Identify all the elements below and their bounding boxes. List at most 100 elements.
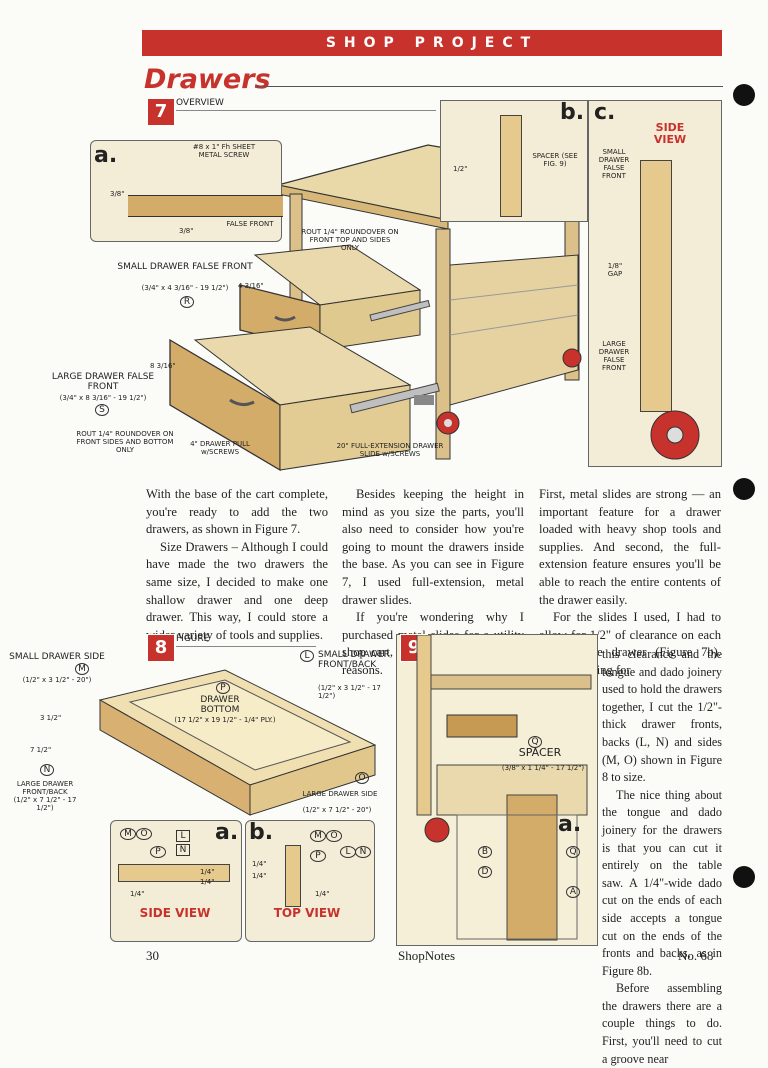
large-side-dims: (1/2" x 7 1/2" - 20") [302,806,372,814]
part-d-tag: D [478,866,492,878]
side-view-label: SIDE VIEW [653,121,687,146]
binder-hole [733,478,755,500]
text-column-3-narrow: this clearance and the tongue and dado j… [602,646,722,1068]
detail-8b-board [285,845,301,907]
bottom-dims: (17 1/2" x 19 1/2" - 1/4" PLY.) [174,716,276,724]
detail-7b-post [500,115,522,217]
part-o-tag: O [326,830,342,842]
part-l-tag: L [300,650,314,662]
small-front-label: SMALL DRAWER FALSE FRONT [598,148,630,180]
small-drawer-dims: (3/4" x 4 3/16" - 19 1/2") [141,284,229,292]
height-3-5: 3 1/2" [40,714,62,722]
figure-8-rule [176,646,316,647]
large-height: 8 3/16" [150,362,176,370]
section-banner: SHOP PROJECT [142,30,722,56]
detail-7b-letter: b. [560,100,585,125]
detail-8b-box [245,820,375,942]
dim-3-8-b: 3/8" [179,227,194,235]
side-view-caption: SIDE VIEW [139,906,211,920]
detail-7a-letter: a. [94,143,118,168]
binder-hole [733,84,755,106]
large-front-label: LARGE DRAWER FALSE FRONT [598,340,630,372]
detail-8b-letter: b. [249,820,274,845]
drawer-box-illustration [98,669,377,816]
small-front-label: SMALL DRAWER FRONT/BACK [318,650,390,670]
cart-illustration [169,144,591,472]
magazine-name: ShopNotes [398,948,456,963]
pull-label: 4" DRAWER PULL w/SCREWS [190,440,250,456]
part-o-tag: O [136,828,152,840]
small-drawer-label: SMALL DRAWER FALSE FRONT [117,262,253,272]
part-r-tag: R [180,296,194,308]
caster-icon [650,410,700,460]
part-o-tag: O [355,772,369,784]
figure-8-label: FIGURE [176,634,210,644]
part-s-tag: S [95,404,109,416]
part-n-tag: N [176,844,190,856]
dim-3-8: 3/8" [110,190,125,198]
spacer-label: SPACER (SEE FIG. 9) [532,152,578,168]
paragraph: First, metal slides are strong — an impo… [539,487,721,607]
dim-1-4-b: 1/4" [200,868,215,876]
part-a-tag: A [566,886,580,898]
small-height: 4 3/16" [238,282,264,290]
part-l-tag: L [176,830,190,842]
spacer-label: SPACER [518,746,562,759]
title-rule [255,86,723,87]
bottom-label: DRAWER BOTTOM [200,695,240,715]
binder-hole [733,866,755,888]
figure-7-label: OVERVIEW [176,98,224,108]
rout-bottom-label: ROUT 1/4" ROUNDOVER ON FRONT SIDES AND B… [76,430,174,454]
dim-1-4-b: 1/4" [252,872,267,880]
dim-1-2: 1/2" [453,165,468,173]
gap-label: 1/8" GAP [607,262,623,278]
paragraph: Size Drawers – Although I could have mad… [146,539,328,642]
large-front-dims: (1/2" x 7 1/2" - 17 1/2") [13,796,77,812]
detail-9a-letter: a. [558,812,582,837]
issue-number: No. 68 [678,948,714,963]
part-m-tag: M [75,663,89,675]
paragraph: The nice thing about the tongue and dado… [602,787,722,978]
page-title: Drawers [144,64,271,95]
part-l-tag: L [340,846,356,858]
large-drawer-label: LARGE DRAWER FALSE FRONT [51,372,155,392]
slide-label: 20" FULL-EXTENSION DRAWER SLIDE w/SCREWS [336,442,444,458]
large-drawer-dims: (3/4" x 8 3/16" - 19 1/2") [59,394,147,402]
dim-1-4-c: 1/4" [200,878,215,886]
part-p-tag: P [310,850,326,862]
part-p-tag: P [216,682,230,694]
paragraph: Besides keeping the height in mind as yo… [342,487,524,607]
detail-7a-box [90,140,282,242]
part-q-tag: Q [528,736,542,748]
detail-7c-fronts [640,160,672,412]
small-front-dims: (1/2" x 3 1/2" - 17 1/2") [318,684,381,700]
rout-top-label: ROUT 1/4" ROUNDOVER ON FRONT TOP AND SID… [301,228,399,252]
part-m-tag: M [310,830,326,842]
part-n-tag: N [40,764,54,776]
large-side-label: LARGE DRAWER SIDE [302,790,378,798]
dim-1-4: 1/4" [252,860,267,868]
false-front-label: FALSE FRONT [226,220,274,228]
part-n-tag: N [355,846,371,858]
detail-8a-board [118,864,230,882]
spacer-illustration [416,635,592,941]
figure-7-rule [176,110,436,111]
part-b-tag: B [478,846,492,858]
dim-1-4: 1/4" [130,890,145,898]
page-number: 30 [146,948,159,963]
part-m-tag: M [120,828,136,840]
part-q-tag: Q [566,846,580,858]
top-view-caption: TOP VIEW [273,906,341,920]
detail-7a-board [128,195,283,217]
small-side-dims: (1/2" x 3 1/2" - 20") [22,676,92,684]
paragraph: Before assembling the drawers there are … [602,981,722,1066]
height-7-5: 7 1/2" [30,746,52,754]
screw-label: #8 x 1" Fh SHEET METAL SCREW [192,143,256,159]
text-column-1: With the base of the cart complete, you'… [146,486,328,644]
paragraph: this clearance and the tongue and dado j… [602,647,722,785]
paragraph: With the base of the cart complete, you'… [146,487,328,537]
detail-8a-letter: a. [215,820,239,845]
figure-8-badge: 8 [147,634,175,662]
detail-7c-letter: c. [594,100,616,125]
dim-1-4-c: 1/4" [315,890,330,898]
